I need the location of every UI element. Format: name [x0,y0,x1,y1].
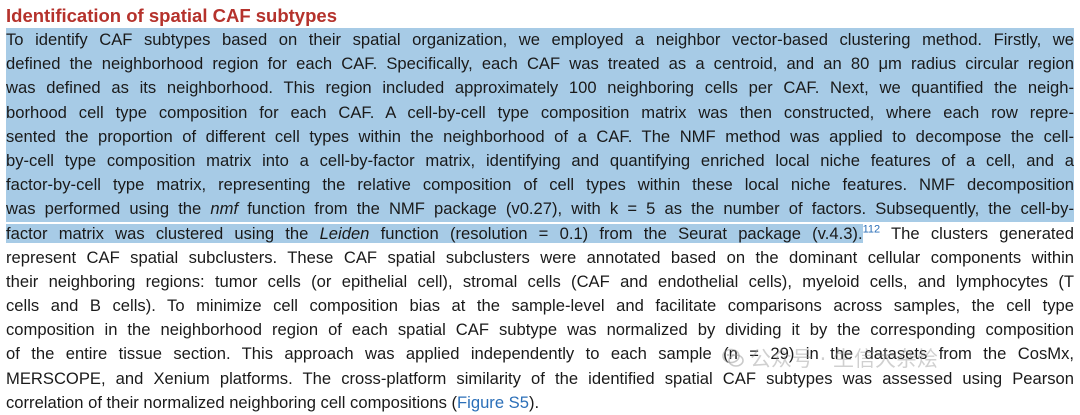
highlighted-line-6: by-cell type composition matrix into a c… [6,148,1074,174]
highlighted-line-1: To identify CAF subtypes based on their … [6,28,1074,53]
body-line-16: correlation of their normalized neighbor… [6,391,1074,415]
text-segment: The clusters generated [880,223,1074,243]
text-segment: function from the NMF package (v0.27), w… [238,199,1074,219]
body-line-11: their neighboring regions: tumor cells (… [6,271,1074,291]
highlighted-line-2: defined the neighborhood region for each… [6,52,1074,77]
text-segment: function (resolution = 0.1) from the Seu… [369,223,863,243]
function-name-nmf: nmf [210,199,239,219]
highlighted-line-8: was performed using the nmf function fro… [6,197,1074,222]
highlighted-segment: factor matrix was clustered using the Le… [6,223,863,243]
article-section: Identification of spatial CAF subtypes T… [6,4,1074,415]
function-name-leiden: Leiden [319,223,370,243]
highlighted-line-7: factor-by-cell type matrix, representing… [6,173,1074,198]
partially-highlighted-line-9: factor matrix was clustered using the Le… [6,222,1074,246]
text-segment: was performed using the [6,199,211,219]
highlighted-line-3: was defined as its neighborhood. This re… [6,76,1074,101]
body-line-14: of the entire tissue section. This appro… [6,344,1074,364]
body-line-10: represent CAF spatial subclusters. These… [6,247,1074,267]
highlighted-line-4: borhood cell type composition for each C… [6,100,1074,125]
highlighted-line-5: sented the proportion of different cell … [6,124,1074,149]
text-segment: ). [528,392,540,412]
body-line-15: MERSCOPE, and Xenium platforms. The cros… [6,368,1074,388]
citation-link-112[interactable]: 112 [862,222,881,235]
figure-s5-link[interactable]: Figure S5 [457,392,529,412]
body-line-13: composition in the neighborhood region o… [6,320,1074,340]
body-line-12: cells and B cells). To minimize cell com… [6,296,1074,316]
text-segment: correlation of their normalized neighbor… [6,392,458,412]
text-segment: factor matrix was clustered using the [6,223,320,243]
section-heading: Identification of spatial CAF subtypes [6,5,337,26]
